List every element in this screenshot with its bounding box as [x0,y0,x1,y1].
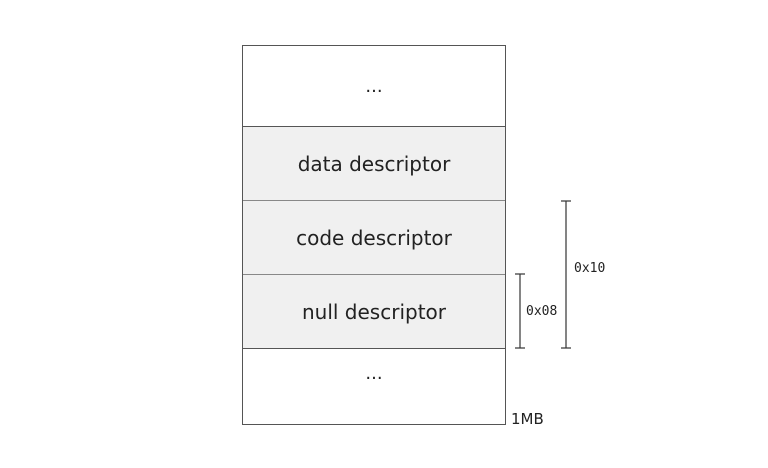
memory-stack: ... data descriptor code descriptor null… [242,45,506,425]
data-descriptor-cell: data descriptor [243,126,505,200]
offset-bracket-0x10 [561,200,571,349]
offset-label-0x10: 0x10 [574,261,606,276]
offset-label-0x08: 0x08 [526,304,558,319]
base-address-label: 1MB [511,410,544,428]
upper-memory-ellipsis: ... [243,46,505,126]
code-descriptor-cell: code descriptor [243,200,505,274]
lower-memory-ellipsis: ... [243,348,505,424]
offset-bracket-0x08 [515,273,525,349]
null-descriptor-cell: null descriptor [243,274,505,348]
